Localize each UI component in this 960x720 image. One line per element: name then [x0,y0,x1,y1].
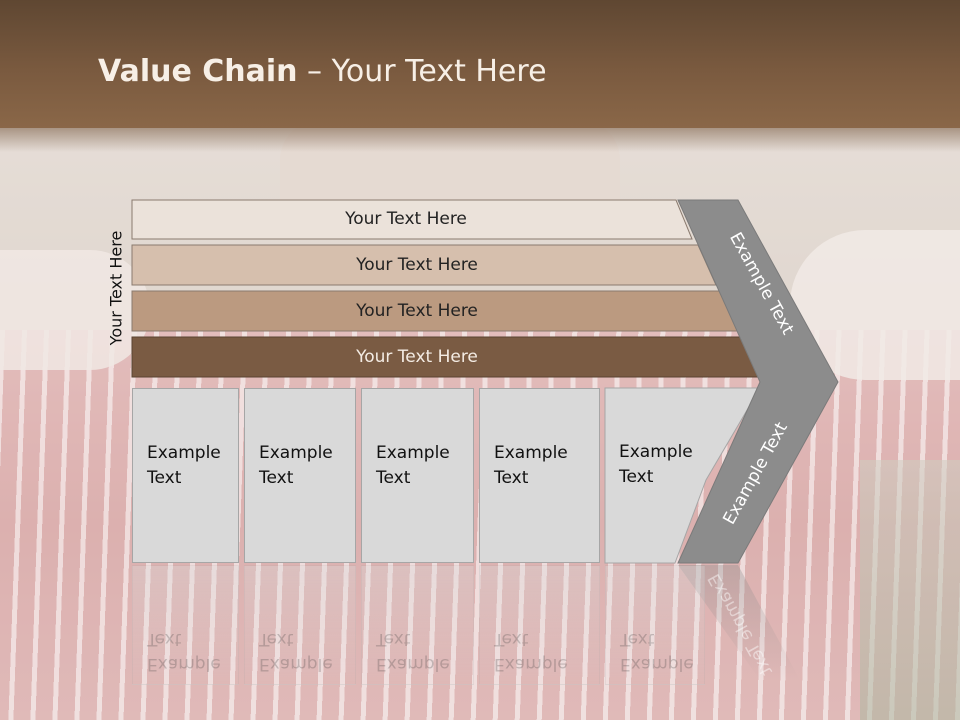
activity-box-4-line2: Text [494,468,529,488]
activity-box-2-line1: Example [259,443,333,463]
support-bar-3[interactable]: Your Text Here [132,292,702,330]
activity-box-1-line1: Example [147,443,221,463]
activity-box-2-line2: Text [259,468,294,488]
activity-box-5-line2: Text [619,467,654,487]
support-bar-2-label: Your Text Here [356,255,478,275]
activity-box-2-reflection-line1: Example [259,654,333,674]
margin-arrow-reflection [678,565,800,680]
activity-box-5-reflection: Example Text [605,565,705,685]
slide-title[interactable]: Value Chain – Your Text Here [98,54,547,89]
activity-box-4[interactable]: Example Text [479,388,600,563]
activity-box-3-line2: Text [376,468,411,488]
activity-box-4-line1: Example [494,443,568,463]
support-bar-4[interactable]: Your Text Here [132,338,702,376]
activity-box-1-line2: Text [147,468,182,488]
activity-box-3-reflection-line2: Text [376,629,411,649]
slide-title-bold: Value Chain [98,54,298,89]
activity-box-1-reflection: Example Text [132,565,239,685]
title-band-fade [0,128,960,152]
support-bar-3-label: Your Text Here [356,301,478,321]
activity-box-2-reflection-line2: Text [259,629,294,649]
title-band [0,0,960,128]
activity-box-2-reflection: Example Text [244,565,356,685]
background-arm-left [0,250,150,370]
activity-box-2-reflection-text: Example Text [259,626,333,676]
activity-box-5-reflection-line2: Text [620,629,655,649]
activity-box-5[interactable]: Example Text [605,388,705,563]
activity-box-3-reflection: Example Text [361,565,474,685]
activity-box-1[interactable]: Example Text [132,388,239,563]
activity-box-1-reflection-text: Example Text [147,626,221,676]
activity-box-4-reflection: Example Text [479,565,600,685]
margin-arrow-shape [677,199,839,564]
activity-box-1-reflection-line2: Text [147,629,182,649]
activity-box-5-reflection-text: Example Text [620,626,694,676]
activity-box-5-line1: Example [619,442,693,462]
slide-title-rest: – Your Text Here [297,54,547,89]
activity-box-4-reflection-text: Example Text [494,626,568,676]
support-bar-2[interactable]: Your Text Here [132,246,702,284]
support-bar-4-label: Your Text Here [356,347,478,367]
support-bar-1-label: Your Text Here [345,209,467,229]
activity-box-2[interactable]: Example Text [244,388,356,563]
activity-box-4-reflection-line2: Text [494,629,529,649]
support-bar-1-shape [131,199,693,240]
activity-box-3[interactable]: Example Text [361,388,474,563]
activity-box-3-reflection-text: Example Text [376,626,450,676]
activity-box-3-reflection-line1: Example [376,654,450,674]
background-grass [860,460,960,720]
activity-box-5-reflection-line1: Example [620,654,694,674]
activity-box-5-shape [604,387,761,564]
activity-box-3-line1: Example [376,443,450,463]
activity-box-4-reflection-line1: Example [494,654,568,674]
support-bar-1[interactable]: Your Text Here [132,200,680,238]
activity-box-1-reflection-line1: Example [147,654,221,674]
